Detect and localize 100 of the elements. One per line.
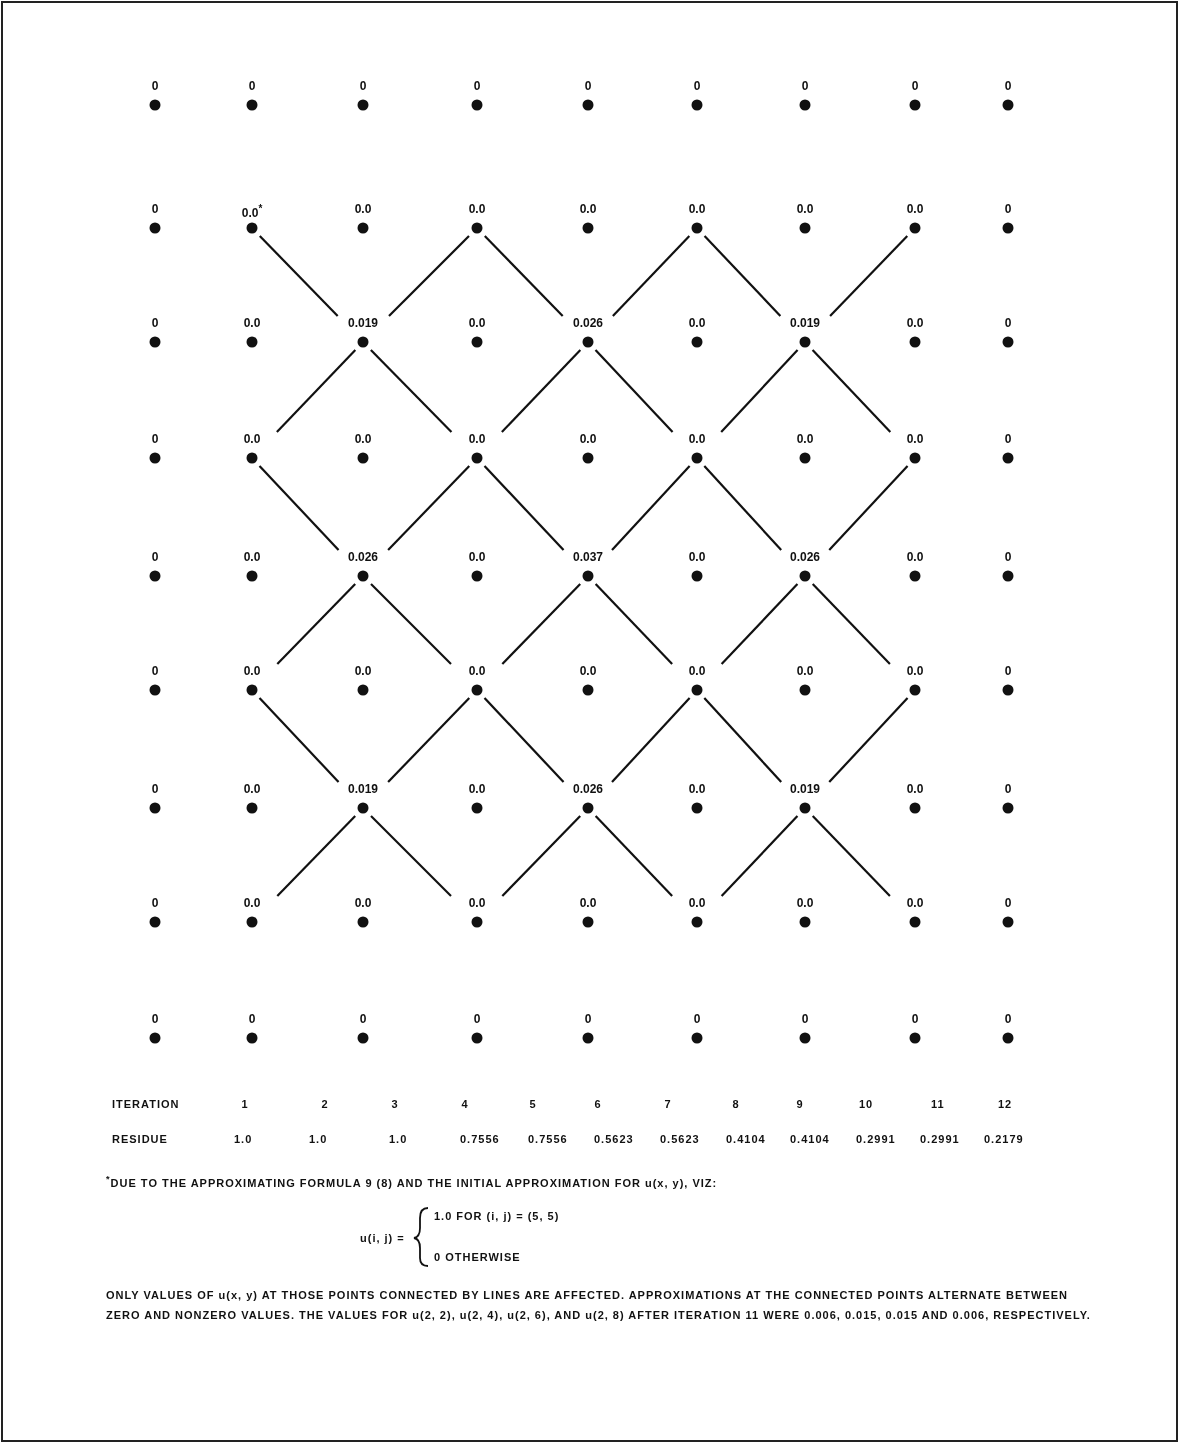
table-value: 0.7556	[460, 1132, 500, 1146]
table-value: 1	[241, 1097, 249, 1111]
value-label: 0.0	[905, 782, 925, 796]
value-label: 0	[1003, 550, 1013, 564]
connecting-line	[594, 583, 673, 665]
value-label: 0.0	[467, 550, 487, 564]
connecting-line	[828, 465, 909, 551]
connecting-line	[370, 815, 452, 897]
value-label: 0	[1003, 202, 1013, 216]
value-label: 0.0	[905, 550, 925, 564]
table-value: 0.4104	[790, 1132, 830, 1146]
value-label: 0	[358, 79, 368, 93]
value-label: 0	[910, 1012, 920, 1026]
value-label: 0	[583, 1012, 593, 1026]
connecting-line	[258, 465, 340, 551]
connecting-line	[501, 815, 581, 897]
value-label: 0.0	[467, 432, 487, 446]
value-label: 0	[1003, 432, 1013, 446]
value-label: 0	[247, 1012, 257, 1026]
value-label: 0.0$^{*}$	[240, 202, 264, 220]
connecting-line	[594, 349, 674, 433]
table-value: 4	[461, 1097, 469, 1111]
value-label: 0.0	[905, 896, 925, 910]
value-label: 0.0	[353, 896, 373, 910]
value-label: 0.0	[578, 202, 598, 216]
value-label: 0.026	[789, 550, 821, 564]
value-label: 0.0	[467, 782, 487, 796]
value-label: 0	[692, 79, 702, 93]
connecting-line	[703, 697, 782, 783]
value-label: 0.0	[353, 664, 373, 678]
value-label: 0.0	[795, 202, 815, 216]
value-label: 0	[150, 664, 160, 678]
connecting-line	[483, 697, 565, 783]
value-label: 0.0	[687, 432, 707, 446]
row-header: ITERATION	[112, 1097, 180, 1111]
connecting-line	[811, 583, 891, 665]
connecting-line	[484, 235, 564, 317]
value-label: 0.0	[905, 316, 925, 330]
value-label: 0.0	[467, 316, 487, 330]
value-label: 0.0	[795, 664, 815, 678]
table-value: 2	[321, 1097, 329, 1111]
value-label: 0	[1003, 896, 1013, 910]
connecting-line	[276, 349, 357, 433]
row-header: RESIDUE	[112, 1132, 168, 1146]
value-label: 0	[150, 550, 160, 564]
table-value: 1.0	[234, 1132, 253, 1146]
value-label: 0.0	[687, 202, 707, 216]
connecting-line	[828, 697, 909, 783]
value-label: 0	[150, 782, 160, 796]
connecting-line	[276, 815, 356, 897]
value-label: 0.0	[242, 664, 262, 678]
connecting-line	[829, 235, 909, 317]
value-label: 0.019	[789, 782, 821, 796]
value-label: 0.0	[905, 432, 925, 446]
value-label: 0.0	[242, 432, 262, 446]
value-label: 0	[1003, 1012, 1013, 1026]
table-value: 8	[732, 1097, 740, 1111]
connecting-line	[276, 583, 356, 665]
value-label: 0	[1003, 664, 1013, 678]
value-label: 0	[1003, 79, 1013, 93]
value-label: 0	[150, 202, 160, 216]
value-label: 0.026	[572, 782, 604, 796]
connecting-line	[259, 235, 339, 317]
value-label: 0.019	[347, 316, 379, 330]
connecting-line	[703, 235, 782, 317]
value-label: 0.026	[347, 550, 379, 564]
connecting-line	[387, 697, 471, 783]
equation-text: u(i, j) =	[360, 1231, 405, 1245]
connecting-line	[370, 349, 453, 433]
equation-text: 1.0 FOR (i, j) = (5, 5)	[434, 1209, 560, 1223]
value-label: 0	[150, 432, 160, 446]
table-value: 0.2991	[920, 1132, 960, 1146]
footnote: $^{*}$DUE TO THE APPROXIMATING FORMULA 9 (8) AND THE INITIAL APPROXIMATION FOR u(x, y), VIZ:	[106, 1173, 718, 1190]
equation-text: 0 OTHERWISE	[434, 1250, 521, 1264]
connecting-line	[720, 349, 799, 433]
table-value: 7	[664, 1097, 672, 1111]
connecting-line	[387, 465, 471, 551]
table-value: 0.5623	[660, 1132, 700, 1146]
value-label: 0.019	[347, 782, 379, 796]
value-label: 0.0	[687, 316, 707, 330]
value-label: 0.0	[687, 550, 707, 564]
value-label: 0.0	[578, 432, 598, 446]
connecting-line	[370, 583, 452, 665]
connecting-line	[611, 697, 691, 783]
value-label: 0	[358, 1012, 368, 1026]
value-label: 0.0	[687, 782, 707, 796]
value-label: 0.0	[905, 664, 925, 678]
connecting-line	[501, 349, 582, 433]
connecting-line	[388, 235, 470, 317]
table-value: 1.0	[389, 1132, 408, 1146]
connecting-line	[811, 349, 892, 433]
table-value: 0.2991	[856, 1132, 896, 1146]
value-label: 0	[800, 79, 810, 93]
value-label: 0.0	[353, 432, 373, 446]
table-value: 0.4104	[726, 1132, 766, 1146]
value-label: 0	[583, 79, 593, 93]
value-label: 0	[692, 1012, 702, 1026]
table-value: 12	[998, 1097, 1013, 1111]
value-label: 0	[1003, 316, 1013, 330]
connecting-line	[703, 465, 782, 551]
